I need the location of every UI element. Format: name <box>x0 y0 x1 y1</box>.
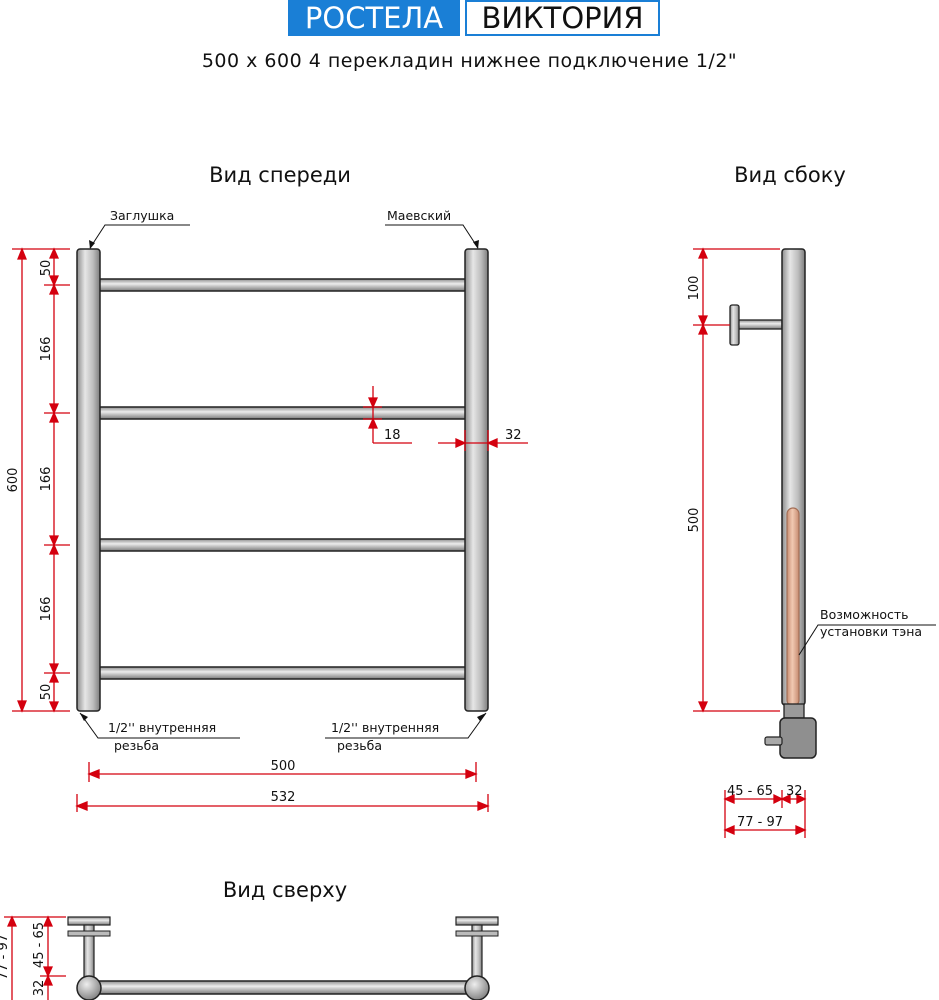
rung-1 <box>94 278 472 292</box>
dim-top-depth-label: 77 - 97 <box>0 934 11 980</box>
front-view-title: Вид спереди <box>209 163 351 187</box>
brand-name: РОСТЕЛА <box>288 0 460 36</box>
dim-600-label: 600 <box>6 468 21 493</box>
thread-left-line2: резьба <box>114 738 159 753</box>
heater-callout: Возможность установки тэна <box>798 607 936 656</box>
top-rung <box>88 980 477 995</box>
wall-bracket-plate <box>729 304 740 346</box>
dim-seg-4: 166 <box>39 597 54 622</box>
brand-header: РОСТЕЛА ВИКТОРИЯ <box>0 0 939 40</box>
dim-side-depth-label: 77 - 97 <box>737 815 783 830</box>
heater-cable <box>764 736 783 746</box>
dim-18-label: 18 <box>384 428 401 443</box>
side-view: Возможность установки тэна 100 500 <box>687 247 936 838</box>
top-left-riser <box>76 975 102 1000</box>
dim-side-32-label: 32 <box>786 784 803 799</box>
dim-side-vertical <box>693 247 780 713</box>
heater-note-line1: Возможность <box>820 607 909 622</box>
dim-rung-diameter <box>363 386 412 444</box>
wall-bracket-arm <box>737 319 783 330</box>
dim-side-500-label: 500 <box>687 508 702 533</box>
thread-right-line2: резьба <box>337 738 382 753</box>
dim-overall <box>75 794 490 812</box>
dim-seg-1: 50 <box>39 260 54 277</box>
dim-total-height <box>12 247 70 713</box>
heating-element <box>786 507 800 707</box>
top-left-flange <box>67 930 111 937</box>
rung-2 <box>94 406 472 420</box>
top-right-flange <box>455 930 499 937</box>
dim-532-label: 532 <box>271 790 296 805</box>
thread-left-line1: 1/2'' внутренняя <box>108 720 216 735</box>
heater-note-line2: установки тэна <box>820 624 922 639</box>
side-view-title: Вид сбоку <box>734 163 846 187</box>
top-view: 77 - 97 45 - 65 32 <box>0 915 499 1000</box>
dim-seg-5: 50 <box>39 684 54 701</box>
dim-side-horizontal <box>723 790 807 838</box>
dim-top-32-label: 32 <box>32 980 47 997</box>
dim-side-offset-label: 45 - 65 <box>727 784 773 799</box>
dim-500-label: 500 <box>271 759 296 774</box>
rungs <box>94 278 472 680</box>
top-right-plate <box>455 916 499 926</box>
valve-label: Маевский <box>387 208 451 223</box>
dim-32-label: 32 <box>505 428 522 443</box>
valve-callout: Маевский <box>385 208 479 249</box>
left-riser <box>76 248 101 712</box>
dim-chain <box>44 247 70 713</box>
top-right-riser <box>464 975 490 1000</box>
plug-callout: Заглушка <box>89 208 190 249</box>
top-view-title: Вид сверху <box>222 878 348 902</box>
model-name: ВИКТОРИЯ <box>465 0 660 36</box>
dim-top-offset-label: 45 - 65 <box>32 922 47 968</box>
dim-seg-2: 166 <box>39 337 54 362</box>
product-spec: 500 x 600 4 перекладин нижнее подключени… <box>201 50 738 72</box>
rung-4 <box>94 666 472 680</box>
plug-label: Заглушка <box>110 208 174 223</box>
dim-top-view <box>4 915 66 1000</box>
thread-right-line1: 1/2'' внутренняя <box>331 720 439 735</box>
dim-100-label: 100 <box>687 276 702 301</box>
dim-pipe-diameter <box>438 430 528 451</box>
heater-housing <box>779 717 817 759</box>
thread-right-callout: 1/2'' внутренняя резьба <box>325 712 487 753</box>
thread-left-callout: 1/2'' внутренняя резьба <box>79 712 240 753</box>
front-view: Заглушка Маевский 1/2'' внутренняя резьб… <box>6 208 528 812</box>
bottom-nut <box>783 703 805 719</box>
rung-3 <box>94 538 472 552</box>
dim-seg-3: 166 <box>39 467 54 492</box>
top-left-plate <box>67 916 111 926</box>
right-riser <box>464 248 489 712</box>
dim-centers <box>87 762 478 782</box>
